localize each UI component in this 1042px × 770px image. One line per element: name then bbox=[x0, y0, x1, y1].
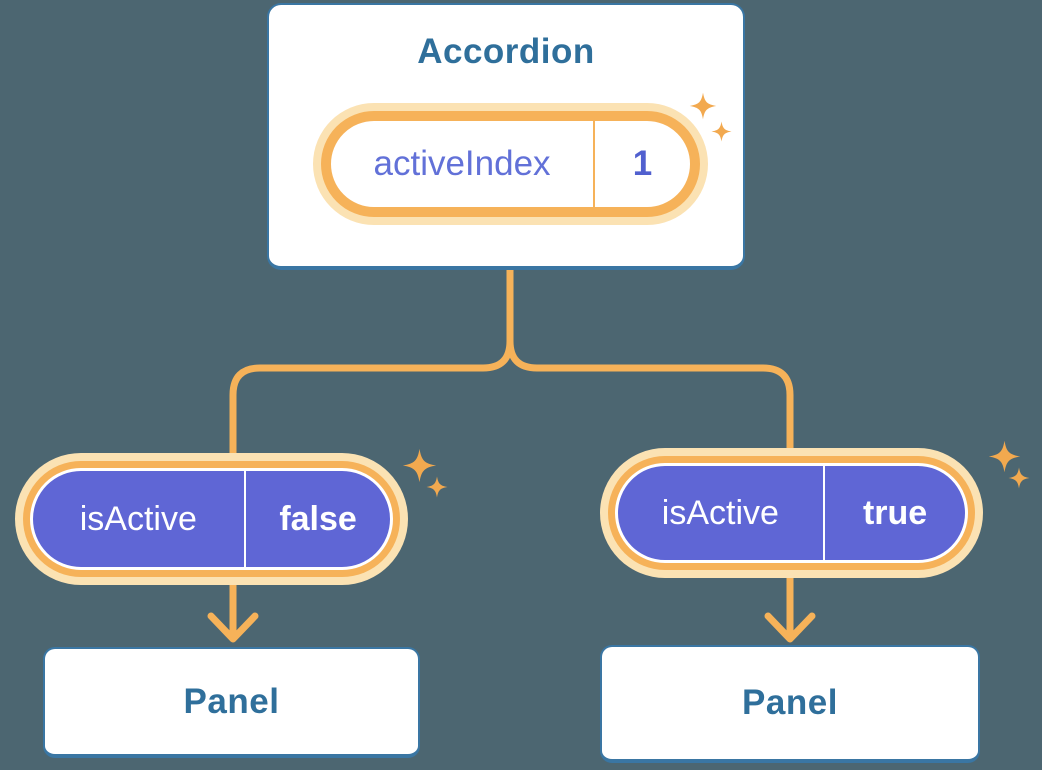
accordion-title: Accordion bbox=[417, 32, 595, 71]
state-name-label: activeIndex bbox=[373, 144, 551, 183]
is-active-prop-pill-right: isActive true bbox=[615, 463, 968, 563]
prop-value-label: false bbox=[279, 499, 357, 538]
sparkle-icon bbox=[426, 476, 448, 498]
is-active-prop-pill-left: isActive false bbox=[30, 468, 393, 570]
sparkle-icon bbox=[402, 448, 437, 483]
prop-name-label: isActive bbox=[661, 493, 779, 532]
sparkle-icon bbox=[988, 440, 1021, 473]
panel-card-left: Panel bbox=[43, 647, 420, 758]
connector-right-branch bbox=[506, 270, 794, 637]
pill-divider bbox=[593, 121, 596, 207]
pill-divider bbox=[822, 466, 826, 560]
sparkle-icon bbox=[711, 121, 732, 142]
pill-divider bbox=[243, 471, 247, 567]
prop-name-label: isActive bbox=[79, 499, 197, 538]
arrowhead-right-icon bbox=[764, 612, 816, 643]
prop-value-label: true bbox=[862, 493, 928, 532]
connector-left-branch bbox=[229, 270, 514, 637]
arrowhead-left-icon bbox=[207, 612, 259, 643]
state-value-label: 1 bbox=[632, 144, 653, 183]
active-index-state-pill: activeIndex 1 bbox=[321, 111, 700, 217]
panel-card-right: Panel bbox=[600, 645, 980, 763]
sparkle-icon bbox=[1008, 467, 1030, 489]
sparkle-icon bbox=[689, 92, 717, 120]
